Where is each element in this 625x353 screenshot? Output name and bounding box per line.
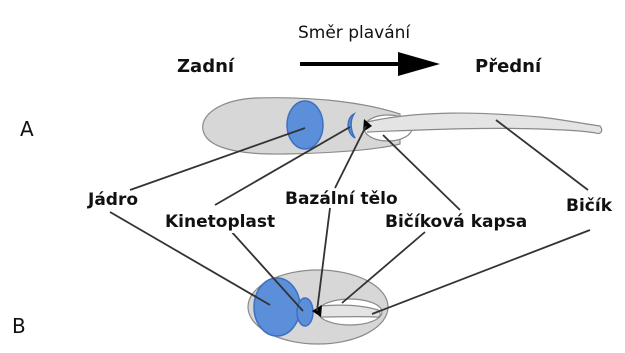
leader-pocket-a: [382, 134, 461, 211]
direction-arrow-head: [398, 52, 440, 76]
leader-pocket-b: [341, 231, 426, 304]
cell-b-flagellum: [319, 304, 381, 318]
leader-nucleus-a: [129, 127, 306, 191]
panel-a-label: A: [20, 117, 34, 141]
label-nucleus: Jádro: [87, 190, 138, 210]
leader-flagellum-a: [495, 119, 589, 191]
swimming-direction-label: Směr plavání: [298, 23, 411, 43]
label-kinetoplast: Kinetoplast: [165, 212, 275, 232]
cell-a-flagellum: [366, 112, 603, 135]
leader-basal-body-b: [316, 207, 331, 312]
leader-flagellum-b: [371, 229, 591, 315]
leader-lines: [109, 119, 591, 315]
panel-b-label: B: [12, 314, 26, 338]
leader-basal-body-a: [334, 125, 367, 189]
leader-nucleus-b: [109, 211, 271, 306]
cell-a-nucleus: [286, 100, 324, 150]
structure-labels: Jádro Kinetoplast Bazální tělo Bičíková …: [85, 187, 616, 235]
cell-b-nucleus: [253, 277, 301, 337]
label-flagellar-pocket: Bičíková kapsa: [385, 212, 527, 232]
cell-b-kinetoplast: [296, 297, 314, 327]
leader-kinetoplast-a: [214, 126, 351, 206]
cell-a-kinetoplast: [347, 112, 357, 139]
posterior-label: Zadní: [177, 56, 235, 77]
leader-kinetoplast-b: [229, 229, 304, 312]
label-basal-body: Bazální tělo: [285, 189, 398, 209]
cell-a: [202, 97, 603, 155]
anterior-label: Přední: [475, 56, 542, 77]
label-flagellum: Bičík: [566, 196, 613, 216]
